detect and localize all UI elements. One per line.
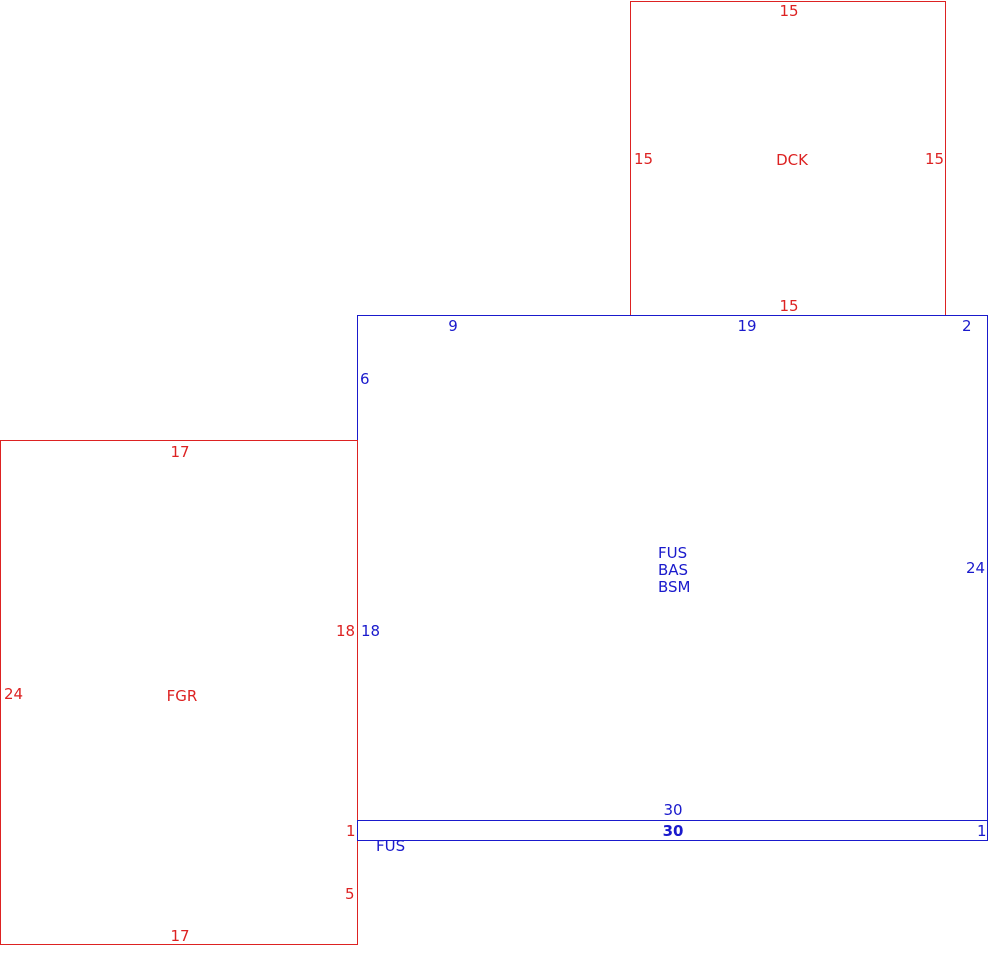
fgr-left-dimension: 24 [4, 685, 24, 703]
fus-strip-area [357, 820, 988, 841]
main-area-label-fus: FUS [658, 544, 688, 562]
dck-left-dimension: 15 [634, 150, 654, 168]
dck-top-dimension: 15 [779, 2, 799, 20]
main-left-lower-dimension: 18 [361, 622, 381, 640]
main-area-label-bsm: BSM [658, 578, 691, 596]
fgr-area [0, 440, 358, 945]
main-top-left-dimension: 9 [448, 317, 458, 335]
fgr-top-dimension: 17 [170, 443, 190, 461]
main-top-right-dimension: 2 [962, 317, 972, 335]
fus-strip-right-dimension: 1 [977, 822, 987, 840]
fgr-right-mid-dimension: 1 [346, 822, 356, 840]
fus-strip-label: FUS [376, 837, 406, 855]
main-left-upper-dimension: 6 [360, 370, 370, 388]
dck-right-dimension: 15 [925, 150, 945, 168]
fgr-area-label: FGR [166, 687, 198, 705]
main-area-label-bas: BAS [658, 561, 689, 579]
fus-strip-top-dimension: 30 [662, 822, 684, 840]
dck-bottom-dimension: 15 [779, 297, 799, 315]
fgr-bottom-dimension: 17 [170, 927, 190, 945]
dck-area-label: DCK [776, 151, 808, 169]
main-top-mid-dimension: 19 [737, 317, 757, 335]
fgr-right-upper-dimension: 18 [336, 622, 356, 640]
fgr-right-lower-dimension: 5 [345, 885, 355, 903]
main-right-dimension: 24 [966, 559, 986, 577]
main-area-labels: FUS BAS BSM [658, 545, 691, 596]
main-bottom-dimension: 30 [663, 801, 683, 819]
